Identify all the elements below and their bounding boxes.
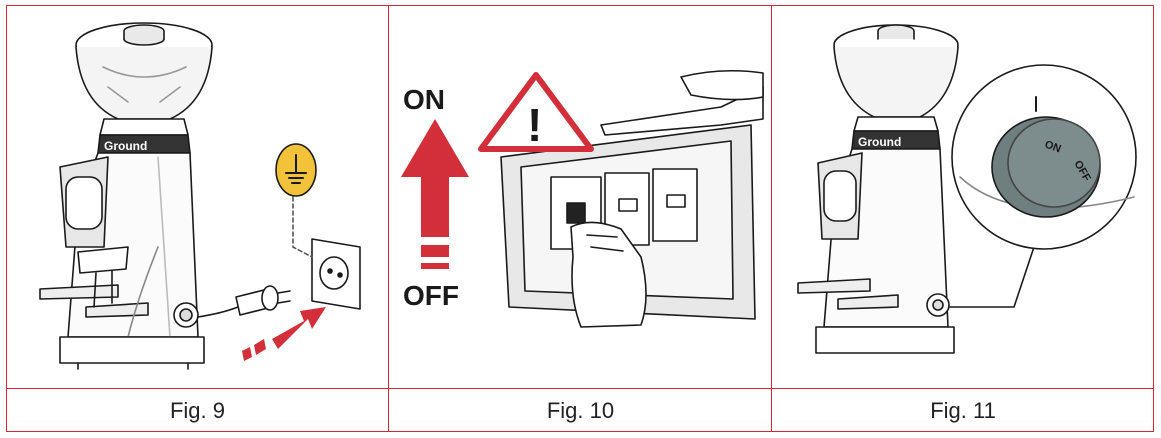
wall-socket bbox=[311, 238, 361, 310]
grinder-illustration: Ground bbox=[797, 24, 959, 354]
off-label: OFF bbox=[403, 280, 459, 311]
grinder-illustration: Ground bbox=[39, 22, 213, 370]
figure-9-caption: Fig. 9 bbox=[169, 398, 226, 423]
figure-11-caption: Fig. 11 bbox=[930, 398, 996, 423]
figure-9-illustration: Ground bbox=[8, 7, 387, 387]
figure-11-illustration: Ground ON OFF bbox=[774, 7, 1152, 387]
ground-symbol-icon bbox=[275, 143, 317, 197]
figure-10-caption: Fig. 10 bbox=[546, 398, 615, 423]
switch-detail-zoom: ON OFF bbox=[951, 64, 1137, 250]
grinder-brand-text: Ground bbox=[858, 135, 901, 149]
warning-triangle-icon: ! bbox=[478, 72, 594, 152]
figure-10-illustration: ON OFF ! bbox=[391, 7, 770, 387]
warning-symbol: ! bbox=[527, 99, 542, 151]
power-plug bbox=[235, 285, 291, 316]
figure-frame bbox=[6, 5, 1154, 432]
panel-divider bbox=[388, 5, 389, 432]
power-cord bbox=[197, 306, 239, 318]
grinder-brand-text: Ground bbox=[104, 139, 147, 153]
panel-divider bbox=[771, 5, 772, 432]
dial-on-label: ON bbox=[1043, 139, 1063, 156]
up-arrow-icon bbox=[401, 119, 469, 269]
caption-divider bbox=[6, 388, 1154, 389]
on-label: ON bbox=[403, 84, 445, 115]
insert-arrow-icon bbox=[242, 307, 326, 361]
